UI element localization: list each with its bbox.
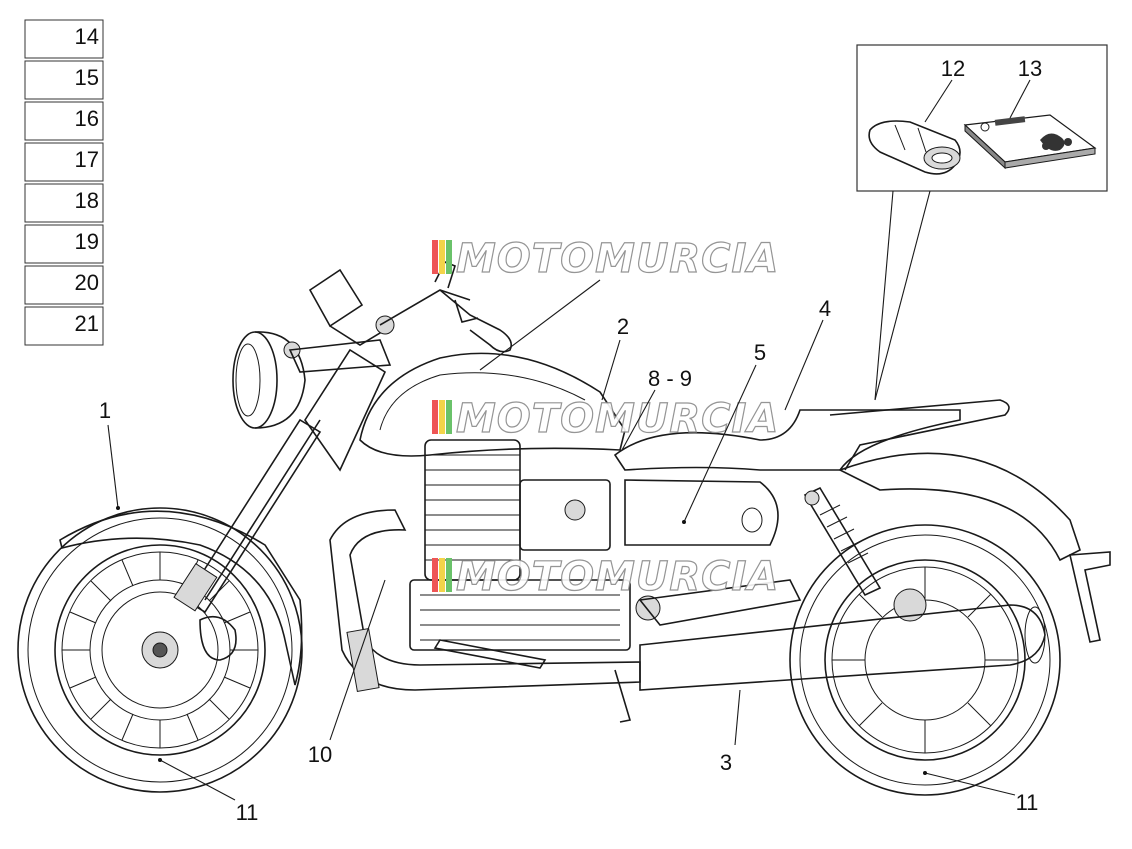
front-footpeg xyxy=(433,639,547,669)
index-box[interactable] xyxy=(24,265,104,305)
rear-rack xyxy=(829,399,1010,471)
rear-wheel-spokes xyxy=(832,567,1018,753)
rear-fender xyxy=(837,452,1081,562)
callout-4[interactable]: 4 xyxy=(819,296,831,321)
callout-10[interactable]: 10 xyxy=(308,742,332,767)
index-box[interactable] xyxy=(24,306,104,346)
index-box[interactable] xyxy=(24,19,104,59)
index-box-label: 16 xyxy=(75,106,99,131)
headlight xyxy=(232,331,306,429)
watermark-text: MOTOMURCIA xyxy=(456,554,779,600)
index-box-label: 14 xyxy=(75,24,99,49)
watermark: MOTOMURCIA xyxy=(432,553,779,601)
callouts: 1 2 3 4 5 8 - 9 10 11 11 xyxy=(99,279,1039,825)
index-box-label: 20 xyxy=(75,270,99,295)
index-box-label: 17 xyxy=(75,147,99,172)
index-box[interactable] xyxy=(24,101,104,141)
callout-1[interactable]: 1 xyxy=(99,398,111,423)
instrument-cluster xyxy=(288,268,395,373)
watermark: MOTOMURCIA xyxy=(432,395,779,443)
front-fender xyxy=(59,510,303,686)
tool-pouch-icon xyxy=(868,120,961,175)
callout-3[interactable]: 3 xyxy=(720,750,732,775)
index-box[interactable] xyxy=(24,224,104,264)
callout-12: 12 xyxy=(941,56,965,81)
index-box[interactable] xyxy=(24,183,104,223)
index-box-label: 21 xyxy=(75,311,99,336)
engine xyxy=(409,439,661,651)
callout-11-rear[interactable]: 11 xyxy=(1016,790,1039,815)
index-box[interactable] xyxy=(24,142,104,182)
front-fork xyxy=(173,418,322,661)
owner-manual-booklet-icon xyxy=(963,114,1097,170)
watermark-text: MOTOMURCIA xyxy=(456,236,779,282)
plate-bracket xyxy=(1069,551,1111,643)
callout-8-9[interactable]: 8 - 9 xyxy=(648,366,692,391)
front-wheel xyxy=(17,507,303,793)
watermark-text: MOTOMURCIA xyxy=(456,396,779,442)
index-box[interactable] xyxy=(24,60,104,100)
watermark: MOTOMURCIA xyxy=(432,235,779,283)
footrest-guard xyxy=(346,627,380,693)
watermark-group: MOTOMURCIA MOTOMURCIA MOTOMURCIA xyxy=(432,235,779,601)
exhaust-header xyxy=(329,509,641,691)
index-box-list: 14 15 16 17 18 19 20 21 xyxy=(24,19,104,346)
callout-2[interactable]: 2 xyxy=(617,314,629,339)
callout-13: 13 xyxy=(1018,56,1042,81)
index-box-label: 19 xyxy=(75,229,99,254)
index-box-label: 15 xyxy=(75,65,99,90)
callout-5[interactable]: 5 xyxy=(754,340,766,365)
accessory-inset: 12 13 xyxy=(856,44,1108,401)
swingarm xyxy=(638,579,802,626)
rear-shock xyxy=(803,486,882,597)
kickstand xyxy=(614,669,632,723)
side-panel xyxy=(624,479,779,546)
rear-wheel xyxy=(789,524,1061,796)
callout-11-front[interactable]: 11 xyxy=(236,800,259,825)
motorcycle-side-view xyxy=(17,260,1111,796)
index-box-label: 18 xyxy=(75,188,99,213)
